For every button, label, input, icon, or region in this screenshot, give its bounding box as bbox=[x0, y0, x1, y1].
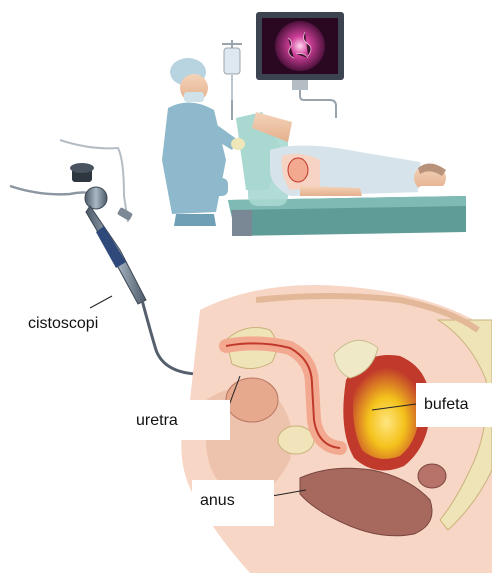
monitor-screen-view bbox=[275, 21, 325, 71]
label-uretra: uretra bbox=[130, 400, 230, 440]
leader-cistoscopi bbox=[90, 296, 112, 308]
iv-stand bbox=[222, 40, 242, 120]
monitor bbox=[256, 12, 344, 118]
label-cistoscopi: cistoscopi bbox=[24, 312, 102, 336]
patient bbox=[236, 112, 458, 196]
label-anus: anus bbox=[192, 480, 274, 526]
label-bufeta: bufeta bbox=[416, 383, 492, 427]
